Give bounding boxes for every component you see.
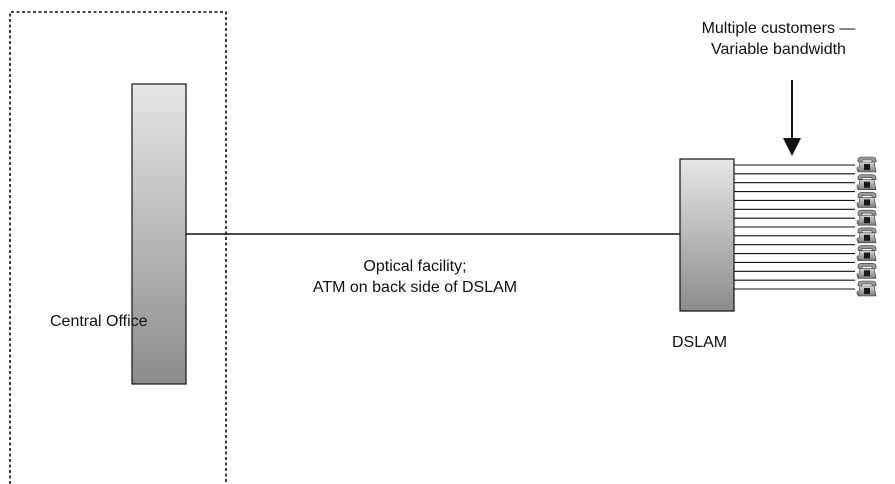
central-office-switch (131, 83, 187, 385)
customers-line1: Multiple customers — (701, 20, 856, 37)
down-arrow-head (783, 138, 801, 156)
dslam-box (679, 158, 735, 312)
telephone-icon (856, 262, 877, 279)
central-office-boundary (9, 11, 227, 484)
central-office-label: Central Office (50, 313, 148, 330)
customers-label: Multiple customers — Variable bandwidth (665, 18, 892, 60)
telephone-icon (856, 227, 877, 244)
telephone-icon (856, 192, 877, 208)
telephone-icon (856, 174, 877, 191)
telephone-icon (856, 209, 877, 226)
optical-facility-line2: ATM on back side of DSLAM (312, 279, 518, 296)
optical-facility-label: Optical facility; ATM on back side of DS… (250, 256, 580, 298)
optical-facility-line1: Optical facility; (363, 258, 467, 275)
dslam-label: DSLAM (672, 334, 728, 351)
customers-line2: Variable bandwidth (711, 41, 846, 58)
customer-phones (856, 156, 877, 297)
telephone-icon (856, 156, 877, 173)
telephone-icon (856, 280, 877, 297)
customer-drop-lines (734, 164, 855, 290)
telephone-icon (856, 245, 877, 261)
